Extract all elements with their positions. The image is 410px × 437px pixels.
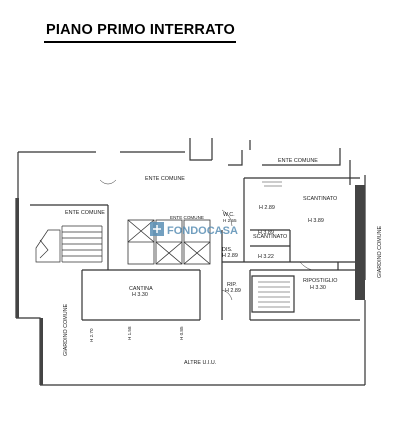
label-ente-comune-stair: ENTE COMUNE <box>170 215 204 220</box>
label-rip-h: H 2.89 <box>225 288 241 294</box>
label-cantina: CANTINA <box>129 286 153 292</box>
label-scantinato-right-h: H 3.89 <box>308 218 324 224</box>
plan-title: PIANO PRIMO INTERRATO <box>46 22 235 38</box>
label-h-322: H 3.22 <box>258 254 274 260</box>
label-ente-comune-top: ENTE COMUNE <box>278 158 318 164</box>
door-swings <box>99 179 313 301</box>
label-h-289: H 2.89 <box>259 205 275 211</box>
label-altre-ui: ALTRE U.I.U. <box>184 360 216 366</box>
lift-shafts <box>127 219 211 265</box>
label-wc: W.C. <box>223 212 235 218</box>
logo-text: FONDOCASA <box>167 225 238 237</box>
label-h-085: H 0.85 <box>179 326 184 340</box>
label-h-158: H 1.58 <box>127 326 132 340</box>
title-underline <box>44 41 236 43</box>
wall-fill <box>16 185 365 385</box>
label-h-270: H 2.70 <box>89 328 94 342</box>
label-ente-comune-center: ENTE COMUNE <box>145 176 185 182</box>
label-cantina-h: H 3.30 <box>132 292 148 298</box>
label-giardino-right: GIARDINO COMUNE <box>377 225 383 278</box>
stair-top <box>262 181 282 187</box>
label-wc-h: H 2.55 <box>223 218 237 223</box>
fondocasa-logo: FONDOCASA <box>150 222 238 237</box>
label-ente-comune-left: ENTE COMUNE <box>65 210 105 216</box>
stair-left <box>35 225 103 263</box>
label-scantinato-mid-h: H 3.89 <box>258 230 274 236</box>
label-scantinato-mid: SCANTINATO <box>253 234 287 240</box>
label-scantinato-right: SCANTINATO <box>303 196 337 202</box>
label-dis-h: H 2.89 <box>222 253 238 259</box>
label-ripostiglio-h: H 3.30 <box>310 285 326 291</box>
label-rip: RIP. <box>227 282 237 288</box>
label-ripostiglio: RIPOSTIGLIO <box>303 278 337 284</box>
label-giardino-left: GIARDINO COMUNE <box>63 303 69 356</box>
stair-right <box>258 281 290 308</box>
label-dis: DIS. <box>222 247 232 253</box>
